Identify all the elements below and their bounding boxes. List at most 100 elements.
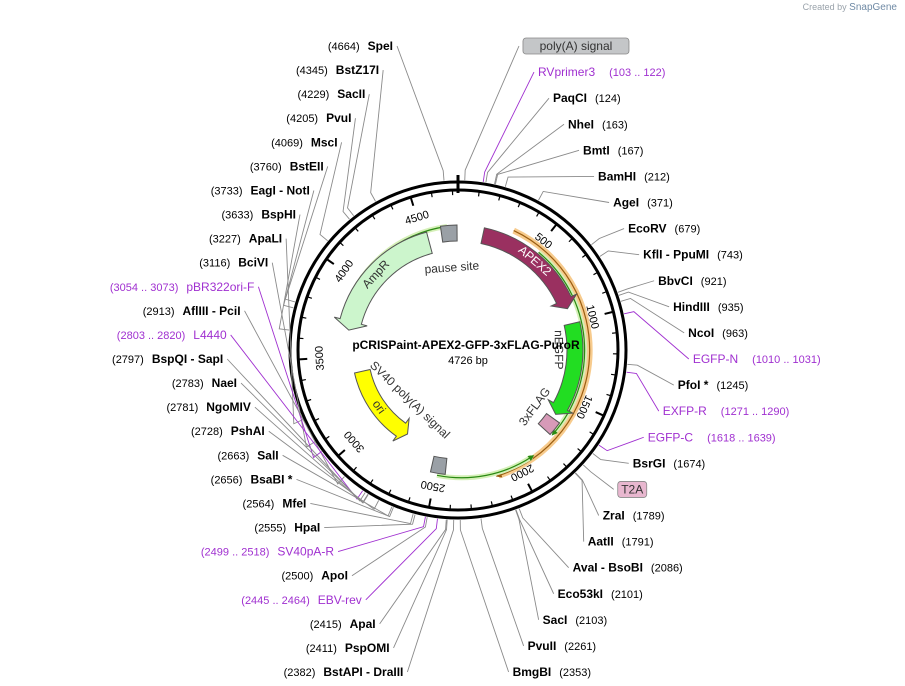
leader-afliii-pcii [244,310,345,485]
ring-tick [326,258,335,265]
leader-aatii [574,472,585,542]
leader-pvui [342,118,356,220]
site-label-apoi: (2500)ApoI [281,569,347,583]
ring-tick-label-3500: 3500 [313,346,326,371]
leader-spei [396,45,445,181]
plasmid-name: pCRISPaint-APEX2-GFP-3xFLAG-PuroR [352,338,580,352]
site-label-kfli-ppumi: KflI - PpuMI(743) [643,248,743,262]
leader-t2a [582,464,615,490]
orf-arrow-2-core [538,251,586,436]
ring-tick [589,431,594,435]
ring-tick [477,192,480,197]
ring-tick [340,242,344,247]
leader-bsabi [296,478,394,518]
site-label-bsteii: (3760)BstEII [250,159,324,173]
ring-tick [338,449,346,457]
ring-tick [547,476,551,481]
ring-tick-label-3000: 3000 [342,428,367,454]
ring-tick [353,466,357,471]
ring-tick [527,483,533,492]
leader-avai-bsobi [518,508,570,568]
site-label-bmgbi: BmgBI(2353) [513,665,591,679]
ring-tick [408,497,411,502]
site-label-naei: (2783)NaeI [172,376,237,390]
credit-prefix: Created by [802,2,847,12]
leader-pshai [268,430,380,510]
site-label-apali: (3227)ApaLI [209,232,282,246]
primer-label-rvprimer3: RVprimer3(103 .. 122) [538,65,665,79]
site-label-bspqi-sapi: (2797)BspQI - SapI [112,352,223,366]
site-label-bmti: BmtI(167) [583,143,643,157]
plasmid-length: 4726 bp [448,355,488,367]
ring-tick-label-500: 500 [532,231,554,252]
leader-zrai [575,472,600,516]
tag-label-poly-a-signal: poly(A) signal [540,39,613,53]
site-label-bstz17i: (4345)BstZ17I [296,63,379,77]
primer-label-exfp-r: EXFP-R(1271 .. 1290) [663,404,790,418]
leader-bstz17i [370,70,384,202]
leader-exfp-r [626,371,660,412]
site-label-zrai: ZraI(1789) [603,509,665,523]
leader-rvprimer3 [482,71,535,182]
site-label-eco53ki: Eco53kI(2101) [558,587,643,601]
feature-negfp [547,321,584,415]
leader-ebv-rev [365,518,438,601]
site-label-paqci: PaqCI(124) [553,91,621,105]
orf-arrow-3-core [436,455,535,479]
feature-apex2 [480,227,578,310]
leader-pspomi [393,519,448,649]
ring-tick-label-4500: 4500 [404,209,431,228]
ring-tick [550,224,557,232]
site-label-aatii: AatII(1791) [588,535,654,549]
feature-label-pause-site: pause site [424,258,480,276]
leader-apoi [351,517,428,577]
ring-tick [315,417,320,421]
ring-tick [595,411,604,417]
ring-tick [302,316,307,319]
site-label-hindiii: HindIII(935) [673,300,743,314]
site-label-apai: (2415)ApaI [310,617,376,631]
site-label-bsrgi: BsrGI(1674) [633,456,705,470]
ring-tick [307,296,313,299]
leader-paqci [485,97,550,183]
leader-agei [538,190,610,203]
feature-ori [353,368,410,442]
leader-egfp-n [624,311,690,360]
site-label-eagi-noti: (3733)EagI - NotI [211,183,310,197]
leader-egfp-c [598,436,644,452]
ring-tick [577,448,582,452]
site-label-pfoi: PfoI *(1245) [678,378,748,392]
site-label-sali: (2663)SalI [217,448,278,462]
feature-3xflag [537,412,561,436]
leader-pfoi [627,363,675,386]
ring-tick [430,193,433,198]
leader-pbr322ori-f [257,286,322,459]
leader-sacii [347,94,370,217]
site-label-afliii-pcii: (2913)AflIII - PciI [143,304,241,318]
ring-tick [490,501,493,506]
leader-bmti [494,149,580,185]
ring-tick [390,205,394,210]
leader-l4440 [230,334,363,500]
ring-tick [301,379,306,381]
site-label-ecorv: EcoRV(679) [628,222,700,236]
primer-label-pbr322ori-f: (3054 .. 3073)pBR322ori-F [110,280,255,294]
ring-tick [563,463,567,467]
site-label-bcivi: (3116)BciVI [199,256,268,270]
site-label-bsphi: (3633)BspHI [222,208,296,222]
feature-sv40-poly-a-signal [429,455,448,475]
primer-label-l4440: (2803 .. 2820)L4440 [117,328,227,342]
site-label-bbvci: BbvCI(921) [658,274,726,288]
site-label-saci: SacI(2103) [543,613,607,627]
leader-hindiii [618,291,670,308]
leader-bmgbi [459,519,510,673]
ring-tick [355,227,359,232]
ring-tick [370,479,374,484]
snapgene-logo: SnapGene [849,2,897,13]
site-label-pshai: (2728)PshAI [191,424,265,438]
site-label-ngomiv: (2781)NgoMIV [166,400,250,414]
leader-saci [515,509,540,620]
site-label-sacii: (4229)SacII [297,87,365,101]
ring-tick-label-1000: 1000 [583,304,601,331]
ring-tick [409,197,415,207]
